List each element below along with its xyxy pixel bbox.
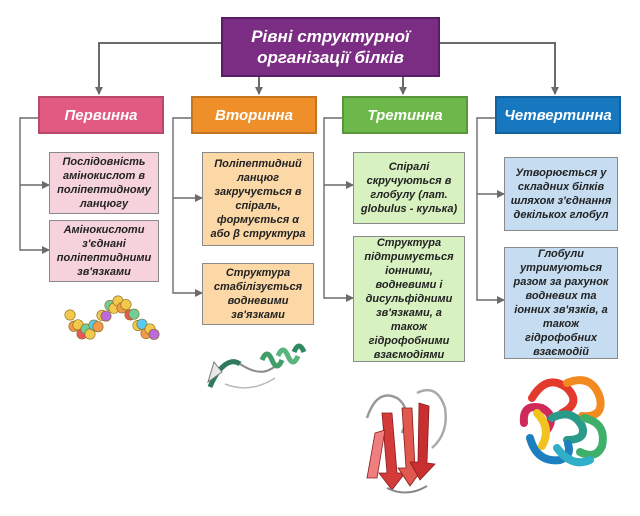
- secondary-item-2: Структура стабілізується водневими зв'яз…: [202, 263, 314, 325]
- quaternary-item-1: Утворюється у складних білків шляхом з'є…: [504, 157, 618, 231]
- diagram-title: Рівні структурної організації білків: [221, 17, 440, 77]
- amino-acid-bead: [100, 310, 112, 322]
- quaternary-item-2: Глобули утримуються разом за рахунок вод…: [504, 247, 618, 359]
- level-header-secondary: Вторинна: [191, 96, 317, 134]
- amino-acid-bead: [64, 309, 76, 321]
- tertiary-item-1: Спіралі скручуються в глобулу (лат. glob…: [353, 152, 465, 224]
- amino-acid-bead: [128, 308, 140, 320]
- level-header-quaternary: Четвертинна: [495, 96, 621, 134]
- quaternary-structure-image: [519, 376, 607, 467]
- amino-acid-bead: [92, 321, 104, 333]
- amino-acid-bead: [136, 318, 148, 330]
- tertiary-structure-image: [365, 388, 447, 494]
- amino-acid-bead: [120, 299, 132, 311]
- level-header-primary: Первинна: [38, 96, 164, 134]
- tertiary-item-2: Структура підтримується іонними, водневи…: [353, 236, 465, 362]
- level-header-tertiary: Третинна: [342, 96, 468, 134]
- primary-item-2: Амінокислоти з'єднані поліпептидними зв'…: [49, 220, 159, 282]
- amino-acid-bead: [148, 328, 160, 340]
- alpha-helix-image: [207, 343, 307, 389]
- primary-item-1: Послідовність амінокислот в поліпептидно…: [49, 152, 159, 214]
- peptide-chain-image: [64, 295, 160, 340]
- secondary-item-1: Поліпептидний ланцюг закручується в спір…: [202, 152, 314, 246]
